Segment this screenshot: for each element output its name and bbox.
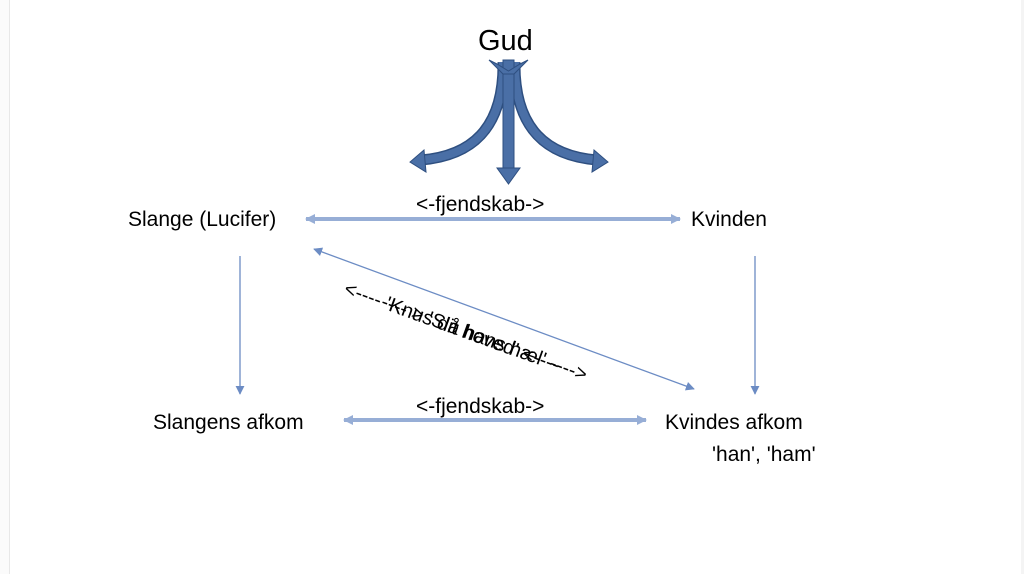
window-edge-right	[1021, 0, 1024, 574]
label-enmity-bottom: <-fjendskab->	[416, 395, 545, 418]
conflict-arrow-diagonal	[313, 247, 695, 391]
node-serpent-seed: Slangens afkom	[153, 411, 304, 434]
node-woman-seed: Kvindes afkom	[665, 411, 803, 434]
window-edge-left	[0, 0, 10, 574]
node-serpent: Slange (Lucifer)	[128, 208, 277, 231]
god-arrow-center-shaft	[502, 59, 515, 173]
node-woman: Kvinden	[691, 208, 767, 231]
node-woman-seed-pronouns: 'han', 'ham'	[712, 443, 816, 466]
god-three-way-arrow-icon	[409, 59, 609, 185]
label-enmity-top: <-fjendskab->	[416, 193, 545, 216]
node-god: Gud	[478, 25, 533, 57]
